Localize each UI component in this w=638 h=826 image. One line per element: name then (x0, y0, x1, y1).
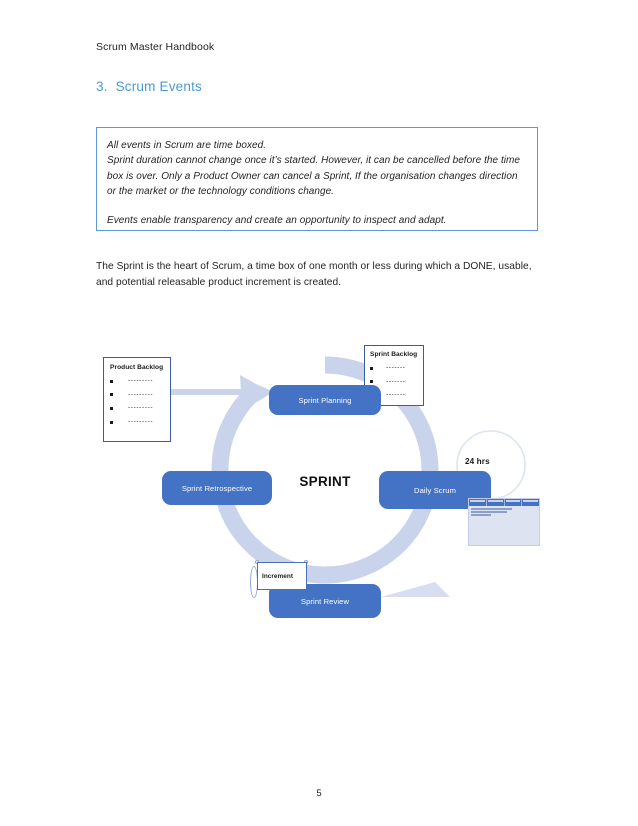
sprint-backlog-box: Sprint Backlog ------- ------- ------- (364, 345, 424, 406)
product-backlog-item: --------- (110, 390, 164, 399)
increment-box (257, 562, 307, 590)
product-backlog-box: Product Backlog --------- --------- ----… (103, 357, 171, 442)
product-backlog-title: Product Backlog (110, 364, 164, 371)
table-col-2 (487, 499, 505, 506)
bullet-icon (370, 380, 373, 384)
document-header: Scrum Master Handbook (96, 41, 215, 53)
bullet-icon (110, 406, 113, 410)
sprint-backlog-item: ------- (370, 364, 418, 372)
table-row (471, 511, 508, 513)
heading-number: 3. (96, 79, 108, 94)
bullet-icon (110, 393, 113, 397)
event-label-sprint-retrospective: Sprint Retrospective (181, 483, 253, 493)
sprint-backlog-item-text: ------- (386, 391, 406, 399)
sprint-task-table-body (469, 506, 539, 516)
sprint-backlog-item-text: ------- (386, 364, 406, 371)
sprint-center-label: SPRINT (299, 474, 351, 489)
callout-line-1: All events in Scrum are time boxed. (107, 140, 267, 151)
product-backlog-item: --------- (110, 417, 164, 426)
event-label-daily-scrum: Daily Scrum (413, 485, 457, 495)
bullet-icon (110, 420, 113, 424)
event-box-sprint-planning[interactable]: Sprint Planning (269, 385, 381, 415)
sprint-backlog-title: Sprint Backlog (370, 351, 418, 358)
event-label-sprint-planning: Sprint Planning (298, 395, 352, 405)
product-backlog-item-text: --------- (128, 390, 154, 398)
product-backlog-item-text: --------- (128, 404, 154, 412)
callout-box: All events in Scrum are time boxed. Spri… (96, 127, 538, 231)
table-col-3 (505, 499, 523, 506)
event-label-sprint-review: Sprint Review (300, 596, 350, 606)
body-paragraph: The Sprint is the heart of Scrum, a time… (96, 261, 532, 288)
scrum-cycle-diagram: Product Backlog --------- --------- ----… (90, 335, 550, 635)
table-row (471, 508, 512, 510)
sprint-task-table (468, 498, 540, 546)
product-backlog-item-text: --------- (128, 377, 154, 384)
callout-line-3: Events enable transparency and create an… (107, 214, 447, 226)
page-number: 5 (316, 788, 322, 799)
table-row (471, 514, 491, 516)
bullet-icon (370, 366, 373, 370)
heading-text: Scrum Events (115, 79, 203, 94)
sprint-backlog-item-text: ------- (386, 377, 406, 385)
review-output-wedge-icon (381, 582, 450, 597)
sprint-task-table-header (469, 499, 539, 506)
daily-timebox-label: 24 hrs (465, 457, 490, 466)
product-backlog-item-text: --------- (128, 417, 154, 425)
table-col-1 (469, 499, 487, 506)
callout-line-2: Sprint duration cannot change once it’s … (107, 155, 521, 198)
event-box-sprint-retrospective[interactable]: Sprint Retrospective (162, 471, 272, 505)
sprint-backlog-item: ------- (370, 377, 418, 386)
backlog-feed-arrow-icon (158, 384, 274, 400)
product-backlog-item: --------- (110, 377, 164, 385)
bullet-icon (110, 379, 113, 383)
page-title: 3. Scrum Events (96, 79, 202, 94)
product-backlog-item: --------- (110, 405, 164, 412)
event-box-sprint-review[interactable]: Sprint Review (269, 584, 381, 618)
callout-content: All events in Scrum are time boxed. Spri… (97, 128, 537, 228)
increment-label: Increment (262, 573, 293, 580)
table-col-4 (522, 499, 539, 506)
